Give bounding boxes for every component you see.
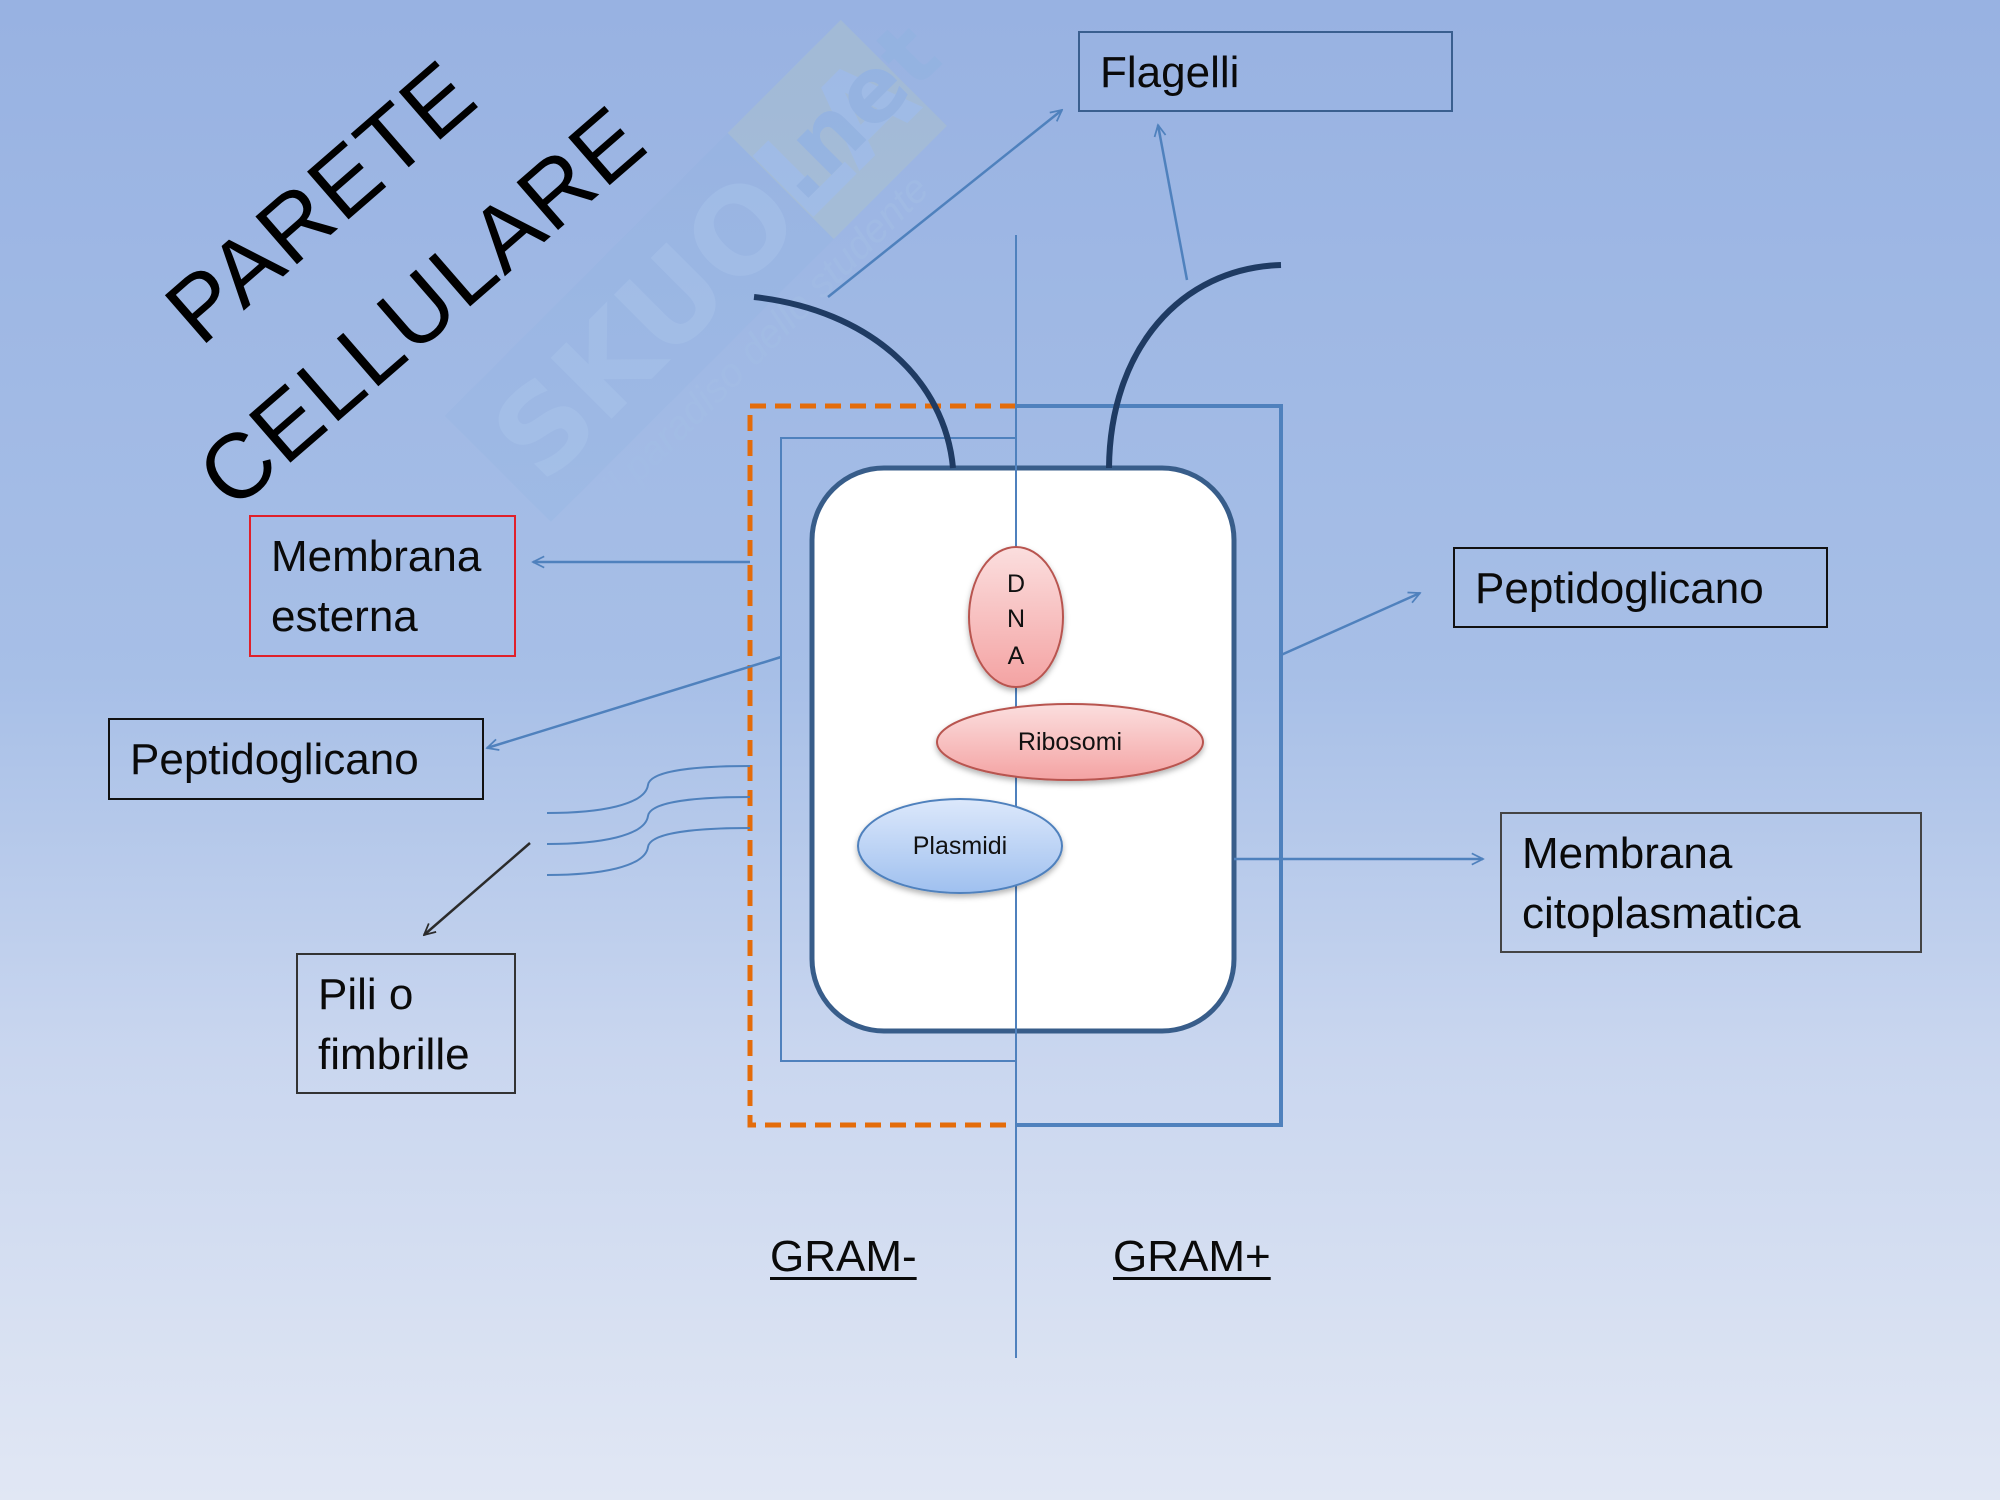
dna-letter-a: A	[1008, 642, 1025, 670]
label-gram-positive: GRAM+	[1113, 1232, 1271, 1281]
label-peptidoglicano-right-text: Peptidoglicano	[1475, 564, 1764, 613]
label-membrana-esterna: Membrana esterna	[249, 515, 516, 657]
label-membrana-esterna-line2: esterna	[271, 592, 418, 641]
label-peptidoglicano-left-text: Peptidoglicano	[130, 735, 419, 784]
label-gram-negative: GRAM-	[770, 1232, 917, 1281]
ribosomi-ellipse	[936, 703, 1204, 781]
pilus-3	[546, 827, 751, 876]
label-membrana-citoplasmatica-line2: citoplasmatica	[1522, 889, 1801, 938]
plasmidi-ellipse	[857, 798, 1063, 894]
dna-letter-n: N	[1007, 605, 1025, 633]
ribosomi-label: Ribosomi	[1018, 728, 1122, 756]
arrow-to-flagelli-left	[827, 110, 1062, 298]
label-membrana-citoplasmatica: Membrana citoplasmatica	[1500, 812, 1922, 953]
gram-positive-wall	[1016, 404, 1283, 1127]
label-flagelli-text: Flagelli	[1100, 48, 1240, 97]
arrow-to-pili	[424, 842, 531, 935]
label-pili: Pili o fimbrille	[296, 953, 516, 1094]
label-pili-line1: Pili o	[318, 970, 414, 1019]
pilus-2	[546, 796, 751, 845]
gram-negative-peptidoglycan	[780, 437, 1016, 1062]
label-membrana-esterna-line1: Membrana	[271, 532, 482, 581]
label-pili-line2: fimbrille	[318, 1030, 470, 1079]
arrow-to-flagelli-right	[1158, 125, 1189, 281]
plasmidi-label: Plasmidi	[913, 832, 1007, 860]
dna-letter-d: D	[1007, 570, 1025, 598]
arrow-to-peptidoglicano-left	[487, 655, 782, 748]
label-peptidoglicano-left: Peptidoglicano	[108, 718, 484, 800]
label-flagelli: Flagelli	[1078, 31, 1453, 112]
label-membrana-citoplasmatica-line1: Membrana	[1522, 829, 1733, 878]
label-peptidoglicano-right: Peptidoglicano	[1453, 547, 1828, 628]
dna-ellipse	[968, 546, 1064, 688]
flagellum-left	[753, 294, 956, 469]
arrow-to-peptidoglicano-right	[1280, 593, 1420, 657]
flagellum-right	[1106, 262, 1282, 469]
pilus-1	[546, 765, 751, 814]
